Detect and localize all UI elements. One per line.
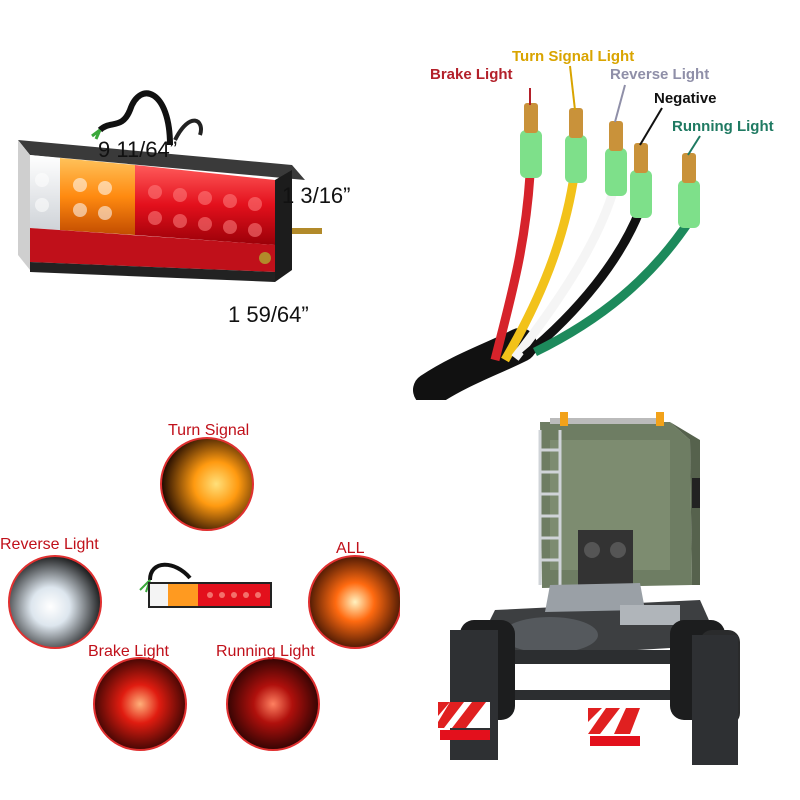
brake-wire <box>490 174 535 362</box>
length-dimension-label: 9 11/64” <box>98 137 178 162</box>
running-light-mode-label: Running Light <box>216 643 315 660</box>
height-dimension-label: 1 3/16” <box>282 183 351 208</box>
all-label: ALL <box>336 540 365 557</box>
turn-wire <box>501 169 580 363</box>
reverse-light-circle <box>8 555 102 649</box>
truck-photo <box>438 412 740 765</box>
reverse-light-label: Reverse Light <box>610 66 710 83</box>
turn-signal-light-label: Turn Signal Light <box>512 48 635 65</box>
dimensions-panel: 9 11/64” 1 3/16” 1 59/64” <box>0 0 400 400</box>
negative-label: Negative <box>654 90 717 107</box>
light-bar-photo <box>18 90 322 282</box>
wiring-photo <box>413 65 701 400</box>
reverse-wire <box>511 183 620 361</box>
reverse-light-mode-label: Reverse Light <box>0 536 99 553</box>
running-light-circle <box>226 657 320 751</box>
amber-lens <box>60 158 135 235</box>
all-circle <box>308 555 400 649</box>
negative-wire <box>522 208 645 360</box>
running-light-label: Running Light <box>672 118 774 135</box>
running-wire <box>533 217 694 357</box>
brake-light-label: Brake Light <box>430 66 513 83</box>
light-modes-panel: Turn Signal Reverse Light ALL Brake Ligh… <box>0 400 400 800</box>
brake-light-circle <box>93 657 187 751</box>
turn-signal-label: Turn Signal <box>168 422 250 439</box>
depth-dimension-label: 1 59/64” <box>228 302 309 327</box>
truck-panel <box>400 400 800 800</box>
light-modes-photo <box>8 437 400 751</box>
white-lens <box>30 155 60 230</box>
center-lamp <box>139 562 272 608</box>
turn-signal-circle <box>160 437 254 531</box>
brake-light-mode-label: Brake Light <box>88 643 169 660</box>
wiring-panel: Brake Light Turn Signal Light Reverse Li… <box>400 0 800 400</box>
